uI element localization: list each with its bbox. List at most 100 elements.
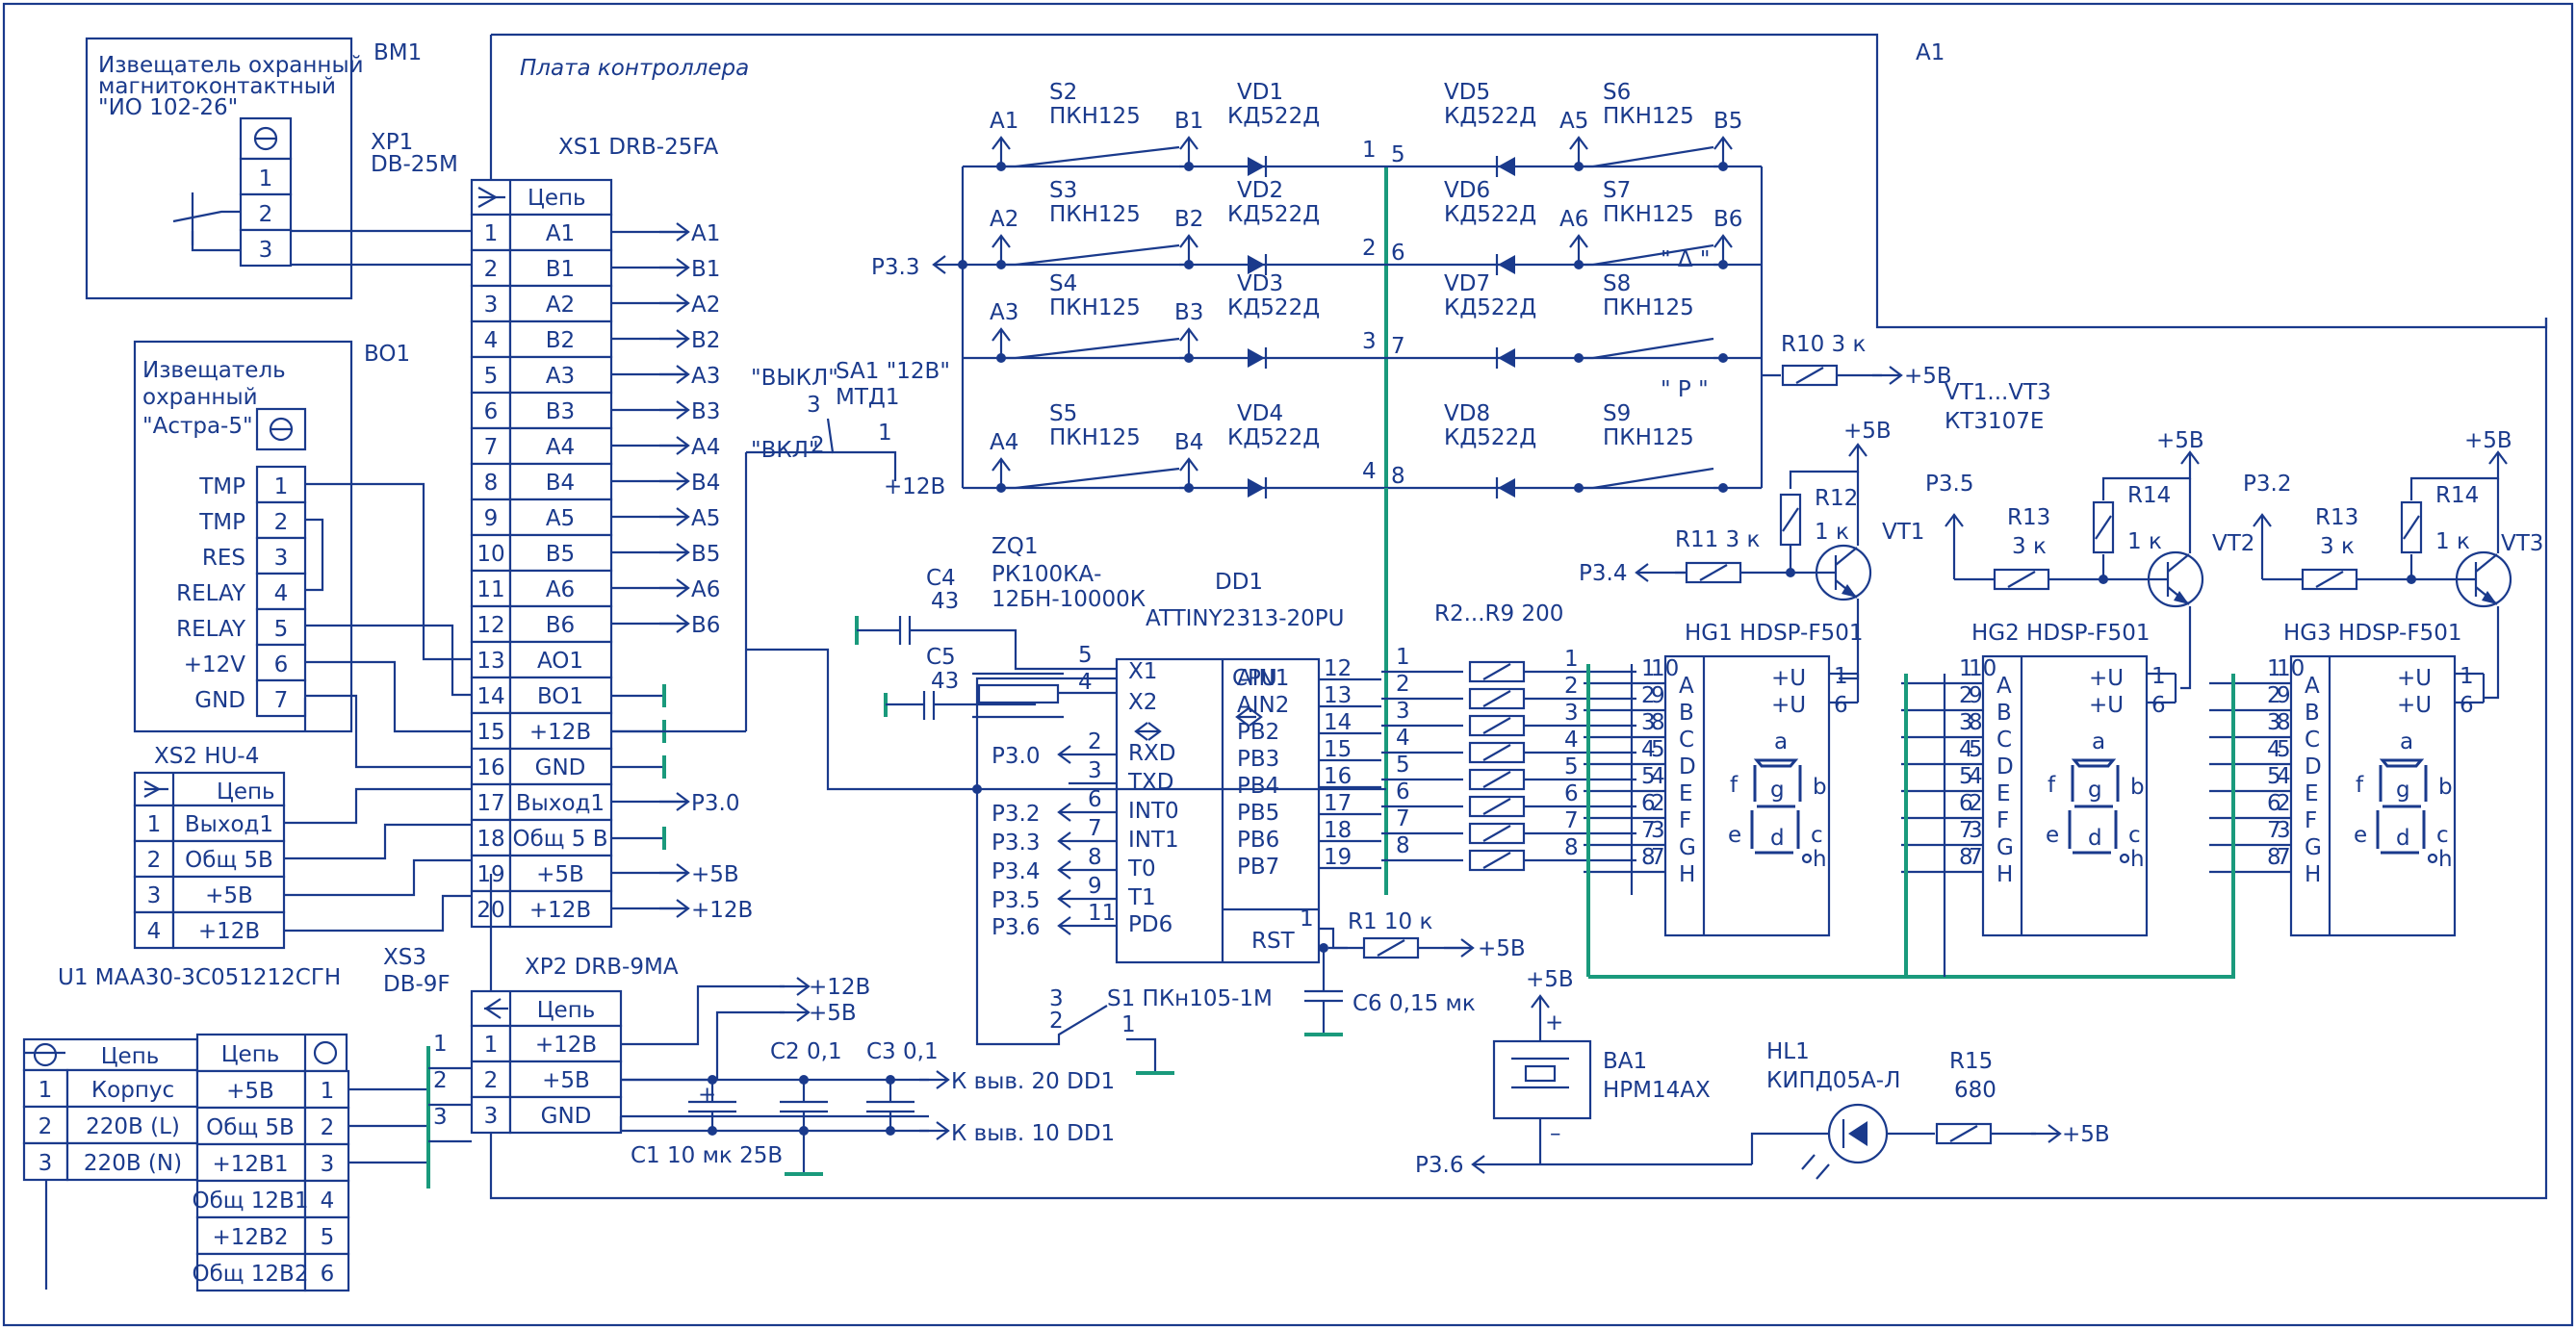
xs3-label: XS3 <box>383 945 426 970</box>
dd1-left-pin: INT0 <box>1128 799 1179 824</box>
vt-type: КТ3107Е <box>1945 409 2044 434</box>
seg-h: h <box>1813 847 1827 872</box>
xp1-label: XP1 <box>371 130 413 155</box>
hg3-pin-no: 10 <box>2277 656 2305 681</box>
xs1-pin-no-text: 18 <box>477 827 504 852</box>
segments <box>2376 765 2428 855</box>
switch-type: ПКН125 <box>1049 104 1141 129</box>
wire <box>1875 318 2548 329</box>
xp2-pin-no-text: 3 <box>484 1104 499 1129</box>
arrow-up <box>1848 443 1868 457</box>
switch2-name: S6 <box>1603 80 1631 105</box>
hg2-pin-in: 6 <box>1959 791 1973 816</box>
xs1-pin-circuit-text: B1 <box>546 257 575 282</box>
r13b-value: 3 к <box>2320 534 2355 559</box>
xs1-pin-no <box>470 284 512 323</box>
xs1-pin-circuit <box>508 462 613 501</box>
signal-arrow <box>676 578 690 598</box>
u1-right-no: 6 <box>321 1262 335 1287</box>
resistor-mark <box>1482 852 1511 869</box>
switch-right <box>1592 337 1714 360</box>
rnet-out-no: 8 <box>1564 835 1579 860</box>
arrow-right <box>1460 938 1475 958</box>
sa1-pin2: 2 <box>811 433 825 458</box>
seg-e: e <box>2354 823 2367 848</box>
vd2-name: VD6 <box>1444 178 1490 203</box>
ba1-element <box>1524 1064 1557 1083</box>
xp1-type: DB-25M <box>371 152 458 177</box>
ba1-plus: + <box>1545 1010 1563 1035</box>
xs1-signal-label: +12В <box>691 898 753 923</box>
xs2-pin-no <box>133 910 175 950</box>
xs1-head-circuit: Цепь <box>528 186 586 211</box>
bo1-pin-no: 7 <box>274 688 289 713</box>
hg1-pin-no: 2 <box>1651 791 1665 816</box>
c1-label: C1 10 мк 25В <box>631 1143 783 1168</box>
xs2-pin-circuit <box>171 875 286 914</box>
rnet-out-no: 3 <box>1564 701 1579 726</box>
wire <box>305 624 472 697</box>
bm1-pin <box>239 228 293 268</box>
hg2-pin-no: 7 <box>1969 845 1983 870</box>
wire <box>191 231 241 252</box>
dd1-x1-no: 5 <box>1078 643 1093 668</box>
wire <box>1126 1037 1157 1073</box>
u1-left-circuit: Цепь <box>101 1044 160 1069</box>
vt2-arrow <box>2174 591 2189 604</box>
bm1-pin <box>239 192 293 232</box>
signal-arrow <box>676 294 690 313</box>
bm1-frame <box>85 37 353 300</box>
u1-right-text: Общ 12В1 <box>193 1188 309 1214</box>
junction-dot <box>886 1075 895 1085</box>
segment-a <box>1753 758 1799 768</box>
hg3-pin-letter: H <box>2305 862 2321 887</box>
hg1-pin-letter: F <box>1679 808 1691 833</box>
hg2-plus-u-1: +U <box>2089 666 2124 691</box>
wire <box>1789 445 1860 489</box>
bo1-title-3: "Астра-5" <box>142 414 253 439</box>
switch-name: S2 <box>1049 80 1077 105</box>
hg2-label: HG2 HDSP-F501 <box>1971 621 2150 646</box>
hg1-pin-in: 1 <box>1641 656 1656 681</box>
xs1-pin-circuit-text: A3 <box>546 364 575 389</box>
p32-label: P3.2 <box>2243 472 2291 497</box>
switch2-type: ПКН125 <box>1603 295 1694 320</box>
xs1-pin-circuit-text: Выход1 <box>516 791 605 816</box>
xs1-pin-circuit-text: A2 <box>546 293 575 318</box>
hg1-pin-in: 6 <box>1641 791 1656 816</box>
r14a-name: R14 <box>2127 483 2171 508</box>
xs1-signal-label: B4 <box>691 471 720 496</box>
wire <box>826 418 897 481</box>
switch-type: ПКН125 <box>1049 295 1141 320</box>
wire <box>1750 1132 1839 1164</box>
vd2-type: КД522Д <box>1444 295 1536 320</box>
dd1-rst: RST <box>1251 929 1296 954</box>
resistor-mark <box>2315 571 2344 588</box>
vd2-type: КД522Д <box>1444 104 1536 129</box>
switch-a-label: A3 <box>990 300 1018 325</box>
diode-left <box>1248 255 1265 274</box>
switch2-name: S9 <box>1603 401 1631 426</box>
bo1-pin-no: 2 <box>274 510 289 535</box>
u1-right-text: Общ 5В <box>206 1115 295 1140</box>
hg3-pin-no: 9 <box>2277 683 2291 708</box>
bo1-pin-label: RELAY <box>176 617 246 642</box>
bm1-reed <box>172 210 241 223</box>
switch-left <box>1015 243 1180 267</box>
u1-right-text: Общ 12В2 <box>193 1262 309 1287</box>
hg1-pin-letter: G <box>1679 835 1696 860</box>
dd1-right-no: 18 <box>1324 818 1352 843</box>
hg3-label: HG3 HDSP-F501 <box>2283 621 2461 646</box>
xs1-pin-no-text: 1 <box>484 221 499 246</box>
sa1-label: SA1 "12В" <box>836 359 950 384</box>
xs2-pin-circuit-text: +12В <box>198 919 260 944</box>
hl1-name: HL1 <box>1766 1039 1810 1064</box>
rnet-out-no: 6 <box>1564 781 1579 806</box>
switch-type: ПКН125 <box>1049 202 1141 227</box>
xs1-pin-circuit-text: +12В <box>529 720 591 745</box>
hg2-pin-in: 5 <box>1959 764 1973 789</box>
xs2-pin-circuit-text: +5В <box>205 883 253 908</box>
dd1-left-pin: INT1 <box>1128 828 1179 853</box>
